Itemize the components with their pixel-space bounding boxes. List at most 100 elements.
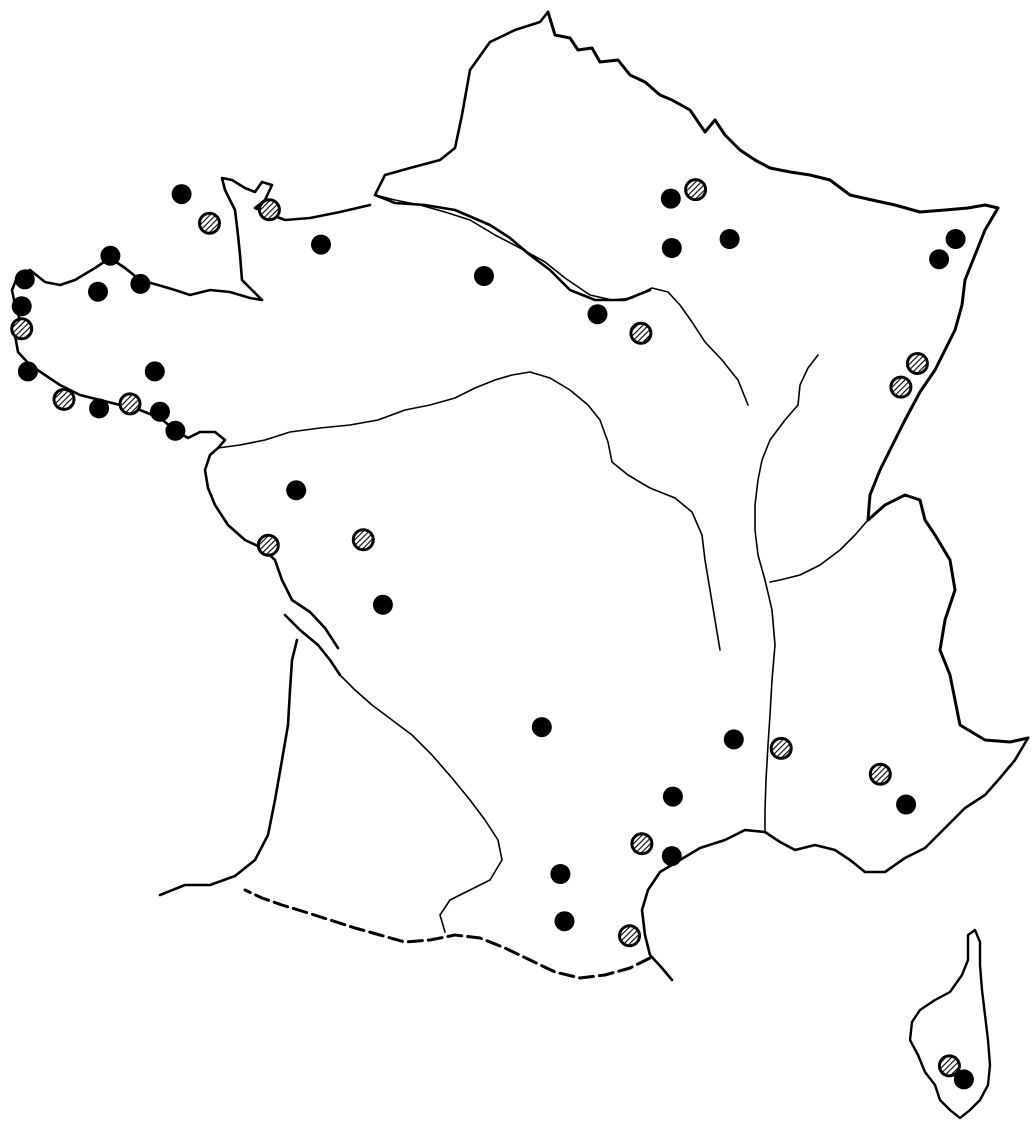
hatched-dot — [351, 528, 375, 552]
solid-dot-marker — [953, 1069, 974, 1090]
corsica-outline — [908, 928, 992, 1120]
solid-dot — [165, 420, 186, 441]
solid-dot-marker — [550, 864, 571, 884]
hatched-dot-marker — [905, 352, 929, 375]
alps-divider — [769, 519, 869, 583]
solid-dot-marker — [474, 266, 494, 286]
hatched-dot-marker — [868, 762, 892, 786]
hatched-dot-marker — [52, 387, 76, 411]
solid-dot — [953, 1069, 974, 1090]
solid-dot-marker — [11, 296, 32, 317]
solid-dot — [100, 245, 121, 266]
hatched-dot-marker — [618, 924, 641, 948]
solid-dot-marker — [723, 729, 744, 750]
solid-dot-marker — [945, 229, 966, 249]
hatched-dot-marker — [769, 736, 793, 760]
hatched-dot — [10, 317, 34, 341]
hatched-dot — [618, 924, 641, 948]
hatched-dot — [889, 375, 913, 399]
solid-dot — [896, 794, 917, 815]
solid-dot — [130, 273, 151, 294]
solid-dot-marker — [144, 361, 165, 382]
region-lines — [217, 194, 869, 933]
hatched-dot-marker — [629, 321, 653, 345]
hatched-dot — [52, 387, 76, 411]
channel-coast-north — [373, 10, 652, 302]
atlantic-coast-south — [158, 638, 299, 897]
solid-dot — [17, 361, 38, 382]
pyrenees-land-border — [243, 888, 652, 980]
hatched-dot — [937, 1054, 961, 1078]
solid-dot — [88, 281, 108, 302]
solid-dot — [150, 401, 170, 422]
solid-dot-marker — [14, 269, 35, 290]
hatched-dot — [118, 392, 142, 416]
solid-dot-marker — [165, 420, 186, 441]
hatched-dot-marker — [257, 198, 281, 222]
solid-dot-marker — [130, 273, 151, 294]
solid-dot-marker — [554, 911, 575, 932]
hatched-dot-marker — [198, 211, 221, 235]
solid-dot — [474, 266, 494, 286]
cotentin-coast — [220, 176, 372, 302]
gulf-of-lion-coast — [640, 828, 767, 982]
solid-dot — [372, 594, 393, 615]
hatched-dot — [905, 352, 929, 375]
solid-dot-marker — [17, 361, 38, 382]
solid-dot-marker — [660, 188, 681, 209]
solid-dot — [723, 729, 744, 750]
solid-dot-marker — [286, 480, 307, 501]
solid-dot — [171, 184, 192, 205]
solid-dot — [311, 234, 331, 255]
hatched-dot — [769, 736, 793, 760]
hatched-dot — [630, 832, 654, 856]
hatched-dot-marker — [889, 375, 913, 399]
hatched-dot-marker — [10, 317, 34, 341]
atlantic-coast-central — [173, 428, 294, 602]
solid-dot-marker — [719, 229, 740, 249]
gironde-estuary-north — [290, 598, 340, 650]
hatched-dot — [257, 198, 281, 222]
solid-dot-marker — [88, 281, 108, 302]
solid-dot — [14, 269, 35, 290]
gironde-estuary — [283, 613, 342, 677]
solid-dot — [945, 229, 966, 249]
hatched-dot — [868, 762, 892, 786]
solid-dot — [929, 249, 950, 270]
site-markers — [10, 178, 974, 1090]
solid-dot-marker — [89, 398, 110, 419]
solid-dot-marker — [372, 594, 393, 615]
hatched-dot — [198, 211, 221, 235]
hatched-dot — [256, 533, 280, 557]
solid-dot — [286, 480, 307, 501]
solid-dot — [550, 864, 571, 884]
solid-dot — [661, 846, 682, 867]
loire-line — [217, 371, 721, 651]
solid-dot-marker — [929, 249, 950, 270]
solid-dot-marker — [896, 794, 917, 815]
hatched-dot — [684, 178, 708, 202]
solid-dot — [660, 188, 681, 209]
east-land-border — [866, 206, 1000, 522]
solid-dot — [554, 911, 575, 932]
rhone-line — [754, 354, 819, 831]
garonne-line — [339, 674, 503, 933]
corsica — [908, 928, 992, 1120]
solid-dot — [531, 717, 552, 738]
hatched-dot-marker — [351, 528, 375, 552]
solid-dot — [144, 361, 165, 382]
hatched-dot-marker — [684, 178, 708, 202]
alps-land-border — [866, 493, 1030, 744]
hatched-dot-marker — [937, 1054, 961, 1078]
seine-line — [374, 194, 749, 406]
solid-dot — [11, 296, 32, 317]
hatched-dot-marker — [630, 832, 654, 856]
france-outline — [10, 10, 1030, 982]
hatched-dot-marker — [118, 392, 142, 416]
solid-dot — [662, 786, 683, 807]
solid-dot-marker — [311, 234, 331, 255]
solid-dot — [661, 238, 682, 258]
hatched-dot — [629, 321, 653, 345]
solid-dot — [89, 398, 110, 419]
